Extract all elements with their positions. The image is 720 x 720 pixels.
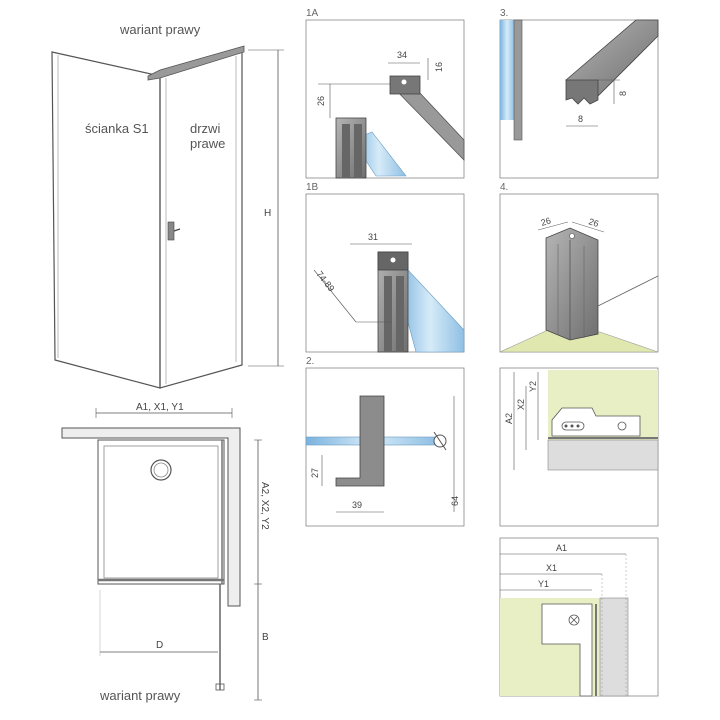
dim-4-left: 26 [540, 215, 553, 228]
door-handle [167, 221, 175, 241]
title-bottom: wariant prawy [99, 688, 181, 703]
dim-6-y: Y1 [538, 579, 549, 589]
drain-icon [150, 459, 172, 481]
panel-1b: 1B 31 74-89 [305, 182, 465, 353]
dim-2-right: 64 [450, 496, 460, 506]
d-label: D [156, 640, 163, 651]
plan-walls [61, 427, 241, 607]
width-label: A1, X1, Y1 [136, 402, 184, 413]
bracket-6 [541, 603, 593, 697]
wall-s1-outline [51, 51, 161, 389]
dim-1a-right: 16 [434, 62, 444, 72]
dim-4-right: 26 [587, 216, 600, 229]
dim-2-left: 27 [310, 468, 320, 478]
title-top: wariant prawy [119, 22, 201, 37]
dim-5-a: A2 [504, 413, 514, 424]
panel-3-label: 3. [500, 8, 508, 19]
dim-2-bottom: 39 [352, 500, 362, 510]
dim-6-a: A1 [556, 543, 567, 553]
panel-6: A1 X1 Y1 [499, 537, 659, 697]
bracket-5 [551, 407, 641, 437]
profile-2 [335, 395, 385, 487]
panel-3: 3. 8 8 [499, 8, 659, 179]
top-rail [147, 45, 245, 81]
height-label: H [264, 208, 271, 219]
panel-2: 2. 27 39 64 [305, 356, 465, 527]
dim-5-x: X2 [516, 399, 526, 410]
panel-1a-label: 1A [306, 8, 319, 19]
panel-4-label: 4. [500, 182, 508, 193]
shower-tray [97, 439, 225, 585]
b-label: B [262, 632, 269, 643]
panel-1a: 1A 34 16 26 [305, 8, 465, 179]
dim-6-x: X1 [546, 563, 557, 573]
dim-3-bottom: 8 [578, 114, 583, 124]
panel-2-label: 2. [306, 356, 314, 367]
door-outline [159, 51, 243, 389]
corner-profile-4 [545, 227, 599, 341]
panel-4: 4. 26 26 [499, 182, 659, 353]
door-label-1: drzwi [190, 121, 220, 136]
dim-1b-top: 31 [368, 232, 378, 242]
panel-5: A2 X2 Y2 [499, 367, 659, 527]
wall-label: ścianka S1 [85, 121, 149, 136]
dim-3-right: 8 [618, 91, 628, 96]
side-label: A2, X2, Y2 [259, 482, 270, 530]
plan-view: A1, X1, Y1 A2, X2, Y2 B D wariant prawy [61, 402, 270, 703]
bracket-1a [389, 75, 421, 95]
door-label-2: prawe [190, 136, 225, 151]
dim-1a-left: 26 [316, 96, 326, 106]
dim-1a-top: 34 [397, 50, 407, 60]
dim-5-y: Y2 [528, 381, 538, 392]
panel-1b-label: 1B [306, 182, 319, 193]
main-3d-view: wariant prawy ścianka S1 drzwi prawe H [51, 22, 284, 389]
